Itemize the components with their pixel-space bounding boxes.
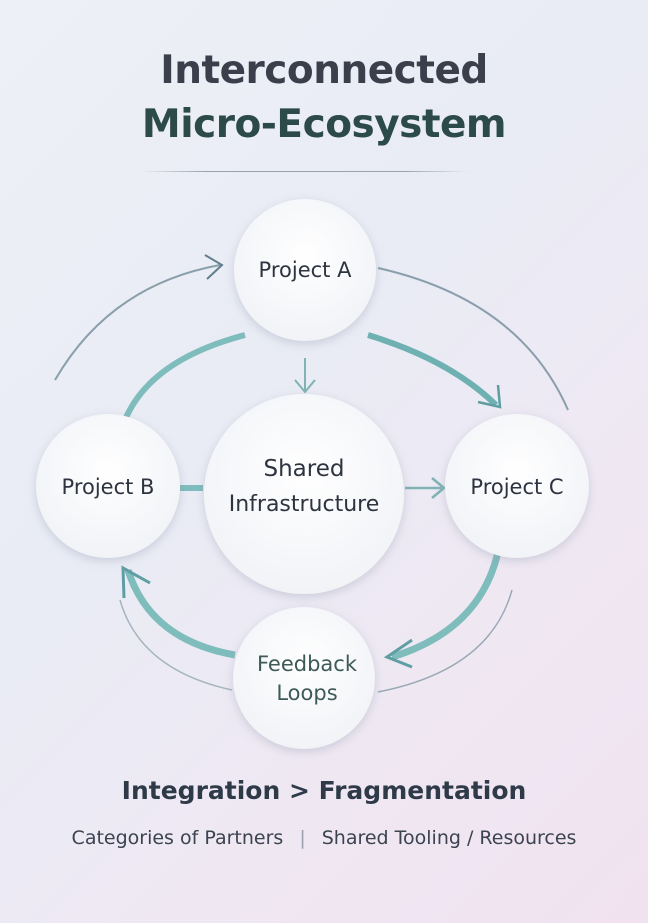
project-b-label: Project B [62, 475, 155, 499]
subtitle-separator: | [299, 827, 306, 849]
node-project-b: Project B [36, 414, 180, 558]
arrow-shared-to-c [405, 477, 446, 499]
feedback-label-line-2: Loops [276, 681, 337, 705]
outer-arc-c-to-feedback [377, 589, 513, 693]
arrowhead-to-a [204, 254, 224, 280]
outer-arc-a-to-c [377, 267, 569, 411]
outer-arc-feedback-to-b [119, 599, 233, 691]
shared-label-line-1: Shared [264, 456, 345, 482]
arc-a-to-c [367, 332, 499, 408]
title-line-2: Micro-Ecosystem [141, 102, 507, 147]
arrowhead-to-feedback [383, 638, 413, 669]
node-feedback-loops: Feedback Loops [233, 607, 375, 749]
arc-feedback-to-b [124, 568, 236, 659]
node-project-c: Project C [445, 414, 589, 558]
feedback-label-line-1: Feedback [257, 652, 358, 676]
node-shared-infrastructure: Shared Infrastructure [204, 394, 404, 594]
arc-a-to-b [122, 332, 246, 422]
arrowhead-to-c [477, 384, 502, 409]
project-c-label: Project C [470, 475, 563, 499]
arc-c-to-feedback [390, 551, 502, 661]
subtitle: Categories of Partners | Shared Tooling / … [0, 827, 648, 849]
arrow-a-to-shared [294, 358, 316, 394]
shared-label-line-2: Infrastructure [229, 492, 380, 517]
title-divider [140, 171, 470, 172]
subtitle-right: Shared Tooling / Resources [321, 827, 577, 849]
project-a-label: Project A [259, 258, 353, 282]
title-line-1: Interconnected [160, 48, 488, 93]
subtitle-left: Categories of Partners [71, 827, 284, 849]
arrowhead-to-b [121, 565, 151, 599]
tagline: Integration > Fragmentation [121, 776, 527, 805]
outer-arc-b-to-a [54, 264, 221, 381]
node-project-a: Project A [234, 199, 376, 341]
